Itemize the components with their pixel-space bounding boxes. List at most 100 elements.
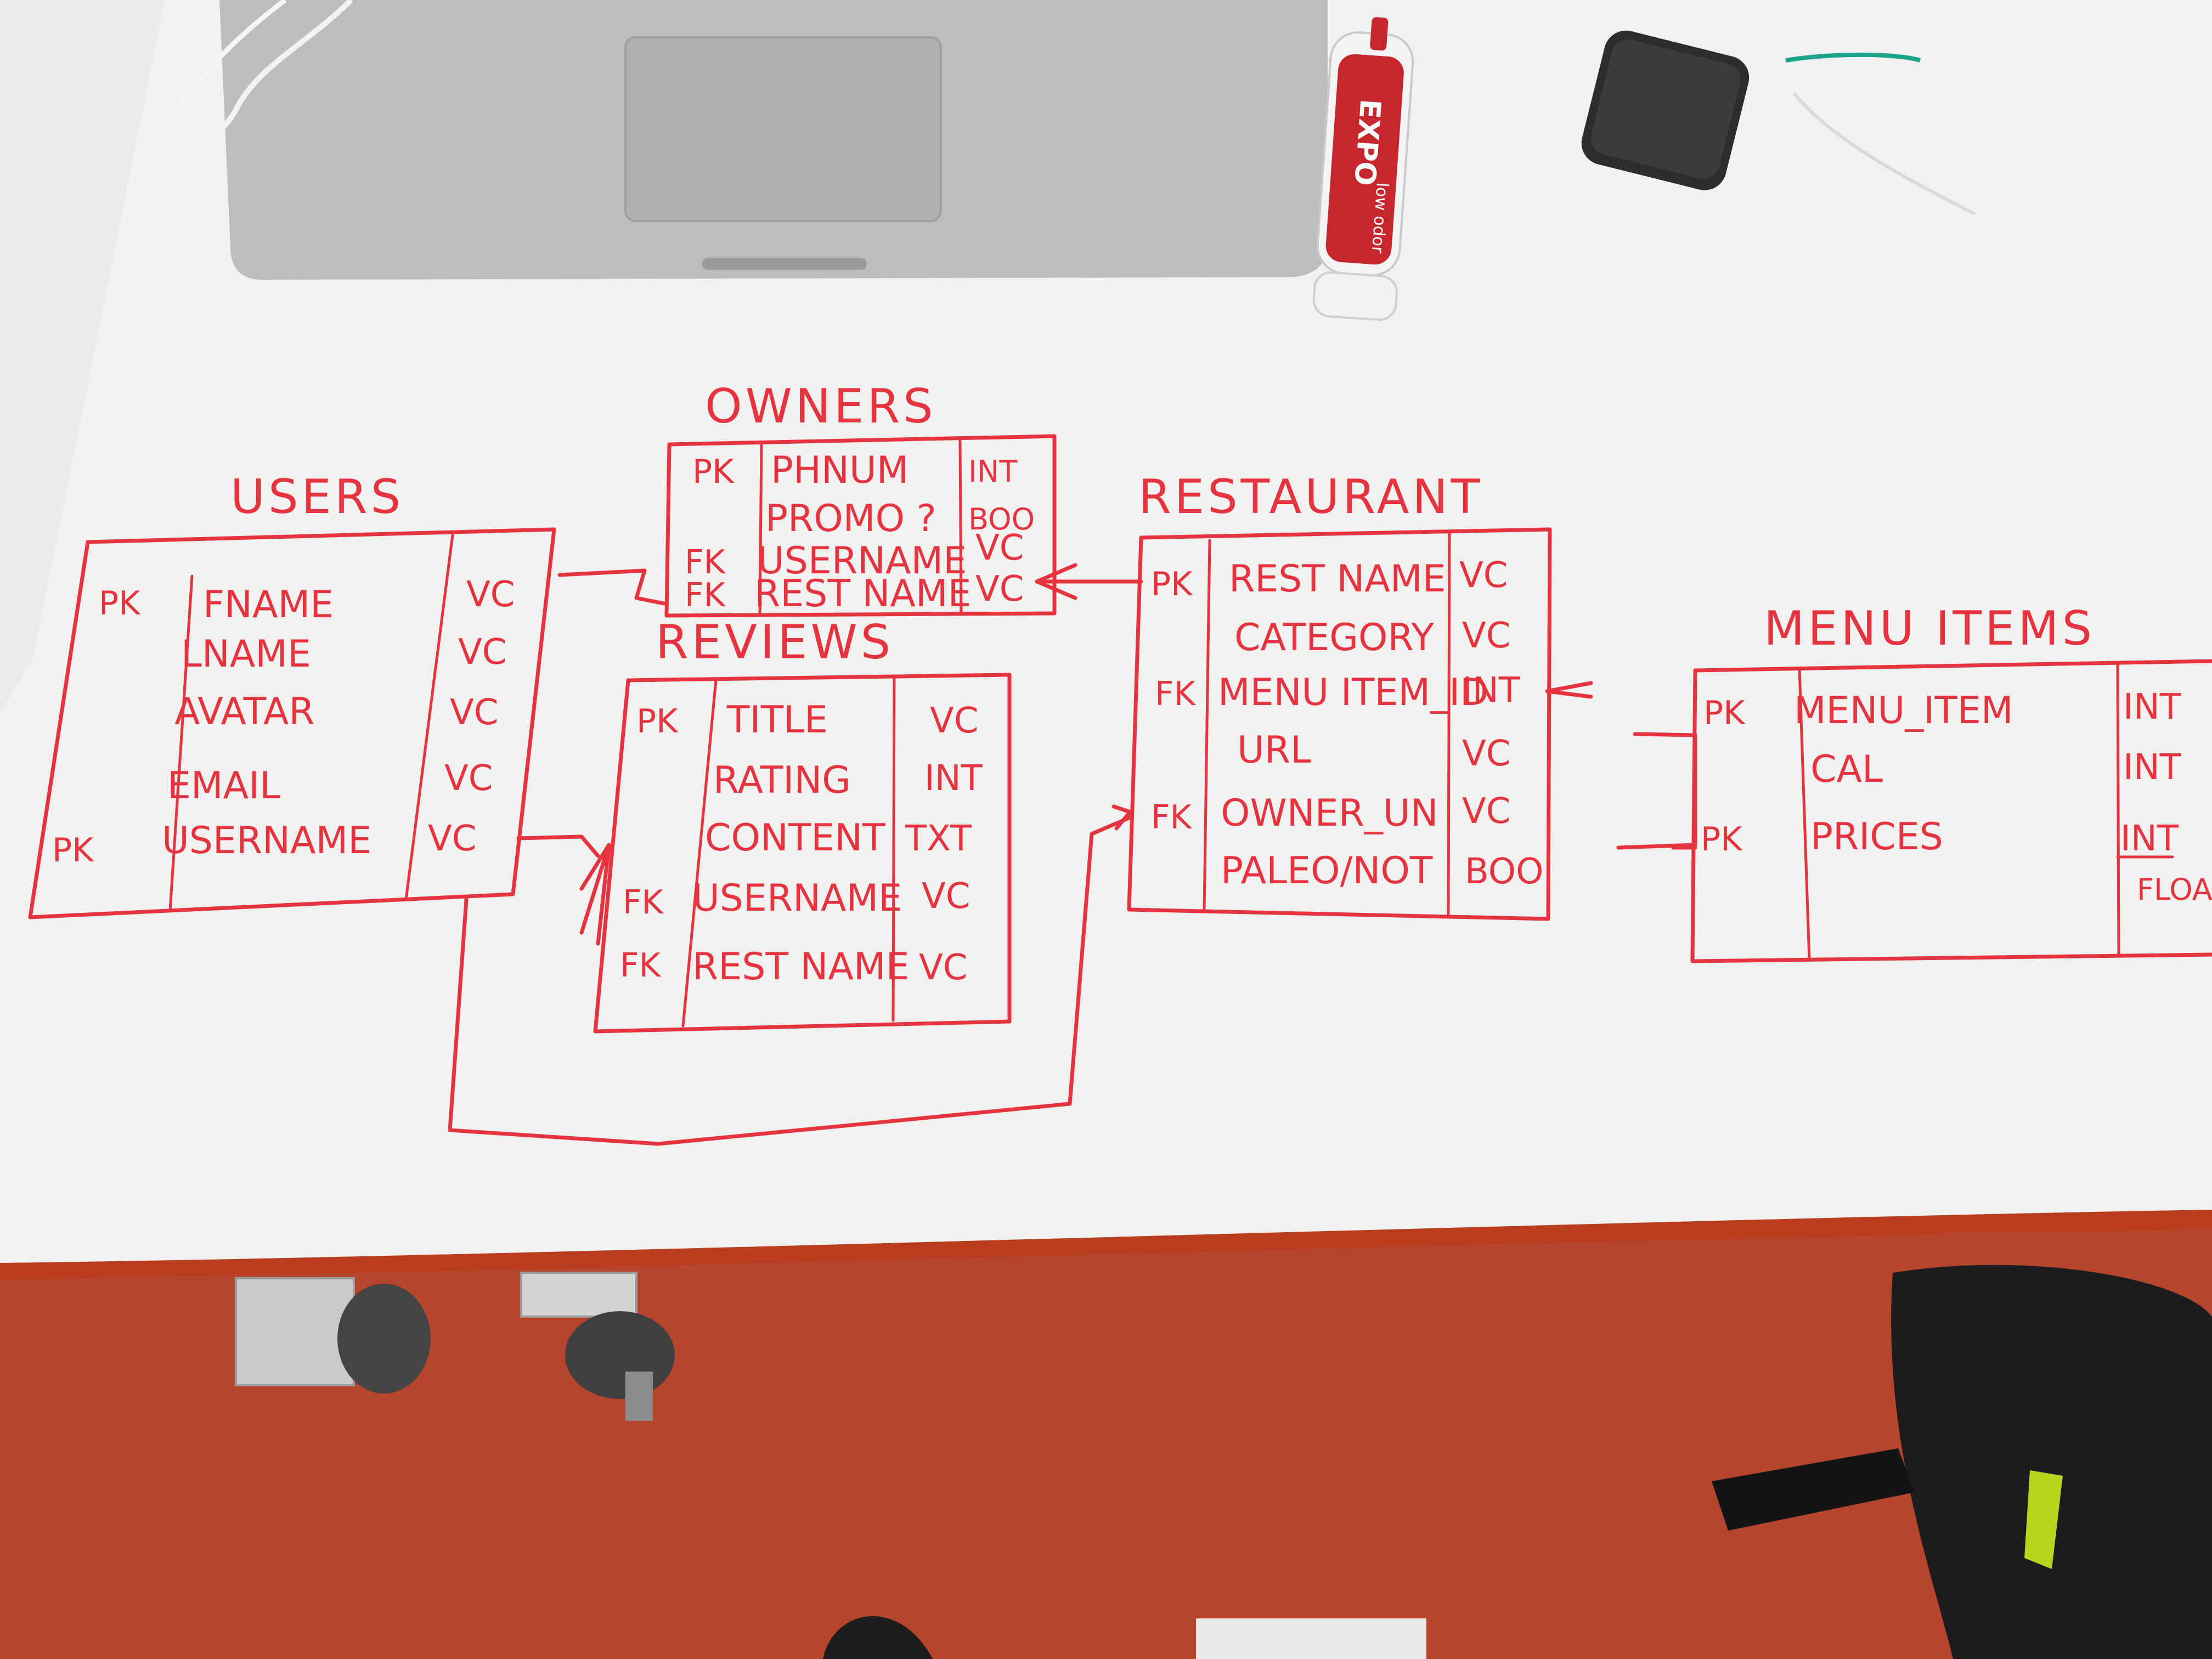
field-cell: REST NAME [1229,557,1446,601]
crowfoot-menu [1545,681,1593,699]
marker-brand: EXPO [1348,98,1387,187]
table-reviews: REVIEWS PK TITLE VC RATING INT CONTENT T… [593,615,1012,1034]
type-cell: VC [450,692,498,733]
users-restaurant-loop [448,815,1132,1146]
field-cell: AVATAR [174,690,315,733]
field-cell: FNAME [203,583,334,627]
field-cell: REST NAME [754,572,972,616]
users-reviews-link [516,834,600,858]
key-cell: FK [685,543,726,582]
key-cell: PK [99,584,141,623]
crowfoot-reviews [579,843,611,946]
type-cell: INT [2120,819,2179,859]
field-cell: PHNUM [771,449,909,492]
glare-left [0,0,165,713]
type-cell: VC [930,701,978,741]
type-cell: VC [1459,555,1508,596]
caster-stem [625,1372,653,1421]
field-cell: URL [1237,729,1311,772]
type-cell: INT [2123,687,2182,727]
connectors [448,563,1697,1146]
type-cell: VC [1462,791,1510,832]
field-cell: LNAME [181,633,311,676]
key-cell: FK [1151,798,1193,837]
key-cell: PK [692,453,735,491]
field-cell: PROMO ? [765,497,936,540]
trackpad [624,36,942,222]
field-cell: RATING [713,759,851,802]
table-leg-left [235,1277,355,1386]
cable-2 [179,0,287,106]
field-cell: CATEGORY [1234,616,1434,659]
key-cell: FK [1155,675,1197,713]
table-leg-mid [520,1272,637,1318]
crowfoot-restaurant [1111,804,1132,831]
cable [129,0,353,221]
field-cell: CONTENT [705,816,885,860]
type-cell: VC [975,528,1024,568]
key-cell: PK [636,702,679,741]
field-cell: REST NAME [692,945,910,989]
type-cell: FLOA [2137,872,2212,907]
floor-object [823,1616,933,1659]
field-cell: USERNAME [757,539,967,583]
teal-scribble [1785,52,1921,63]
type-cell: VC [919,947,967,988]
entity-title: RESTAURANT [1138,470,1483,524]
table-menu-items: MENU ITEMS PK MENU_ITEM INT CAL INT PK P… [1690,601,2212,963]
caster-left [337,1284,431,1393]
field-cell: TITLE [726,698,828,742]
type-cell: VC [428,819,476,859]
table-owners: OWNERS PK PHNUM INT PROMO ? BOO FK USERN… [664,379,1057,618]
whiteboard-surface [0,0,2212,1263]
key-cell: FK [685,576,726,614]
field-cell: PRICES [1810,815,1943,859]
type-cell: VC [975,569,1024,610]
eraser [1581,30,1750,190]
field-cell: EMAIL [167,764,280,808]
type-cell: BOO [1465,851,1544,892]
entity-title: REVIEWS [656,615,894,670]
users-owners-link [557,568,666,606]
eraser-smudge [1792,92,1976,216]
field-cell: OWNER_UN [1221,792,1438,835]
type-cell: BOO [968,502,1035,537]
type-cell: VC [1462,616,1510,656]
type-cell: VC [466,574,515,615]
floor-paper [1196,1618,1426,1659]
caster-mid [565,1311,675,1399]
field-cell: USERNAME [162,819,371,862]
key-cell: PK [52,831,94,870]
entity-title: USERS [230,470,404,524]
chair-accent [2024,1470,2063,1569]
type-cell: VC [458,632,506,673]
type-cell: INT [924,758,983,799]
key-cell: FK [620,946,662,985]
field-cell: MENU ITEM_ID [1218,671,1489,714]
key-cell: FK [623,883,664,922]
key-cell: PK [1151,565,1193,603]
field-cell: CAL [1810,748,1883,791]
field-cell: PALEO/NOT [1221,849,1433,893]
table-restaurant: RESTAURANT PK REST NAME VC CATEGORY VC F… [1127,470,1552,921]
type-cell: INT [968,454,1018,489]
entity-title: OWNERS [705,379,936,434]
field-cell: USERNAME [692,877,902,920]
chair-base [1891,1265,2212,1659]
field-cell: MENU_ITEM [1794,689,2013,732]
type-cell: INT [2123,747,2182,788]
marker: EXPO low odor [1312,17,1414,321]
type-cell: VC [444,758,493,799]
entity-title: MENU ITEMS [1764,601,2095,656]
type-cell: TXT [905,819,972,859]
type-cell: VC [922,876,970,917]
table-users: USERS PK FNAME VC LNAME VC AVATAR VC EMA… [28,470,556,919]
type-cell: VC [1462,733,1510,774]
key-cell: PK [1701,820,1743,859]
chair-leg [1712,1448,1915,1531]
laptop [219,0,1328,280]
type-cell: INT [1462,670,1521,711]
laptop-notch [702,258,867,270]
key-cell: PK [1703,694,1746,732]
